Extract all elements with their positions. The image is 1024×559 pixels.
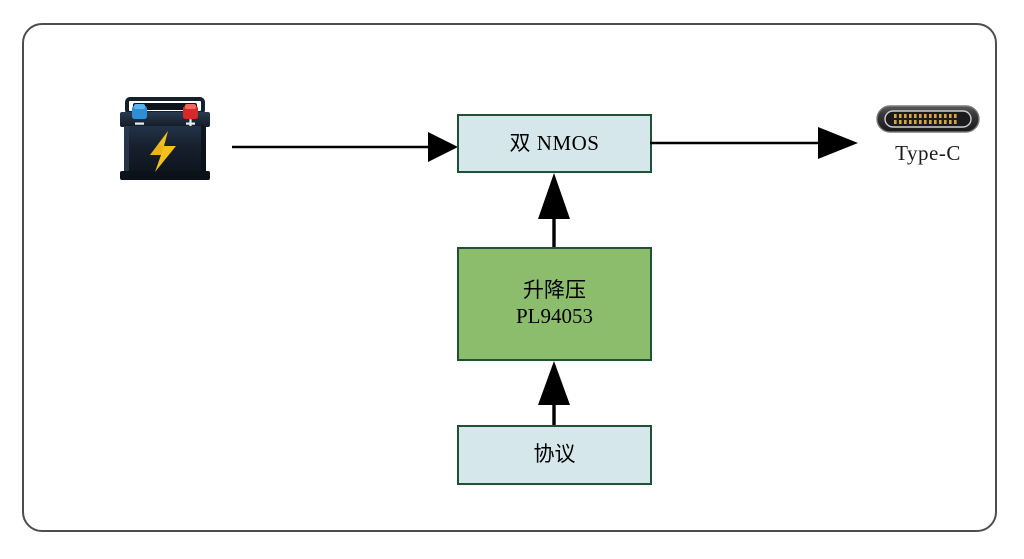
arrow-battery-to-nmos — [232, 127, 460, 167]
arrow-protocol-to-buckboost — [534, 361, 574, 427]
diagram-frame: 双 NMOS — [22, 23, 997, 532]
block-buck-boost[interactable]: 升降压 PL94053 — [457, 247, 652, 361]
arrow-buckboost-to-nmos — [534, 173, 574, 249]
battery-icon — [106, 93, 224, 185]
block-protocol-label: 协议 — [533, 442, 576, 467]
block-dual-nmos[interactable]: 双 NMOS — [457, 114, 652, 173]
typec-node: Type-C — [864, 105, 992, 173]
typec-label: Type-C — [895, 141, 961, 165]
block-buck-boost-part-number: PL94053 — [515, 304, 593, 328]
arrow-nmos-to-typec — [650, 123, 860, 163]
block-dual-nmos-label: 双 NMOS — [509, 130, 600, 155]
block-buck-boost-label: 升降压 — [523, 278, 586, 303]
block-protocol[interactable]: 协议 — [457, 425, 652, 485]
usb-type-c-port-icon — [876, 105, 980, 133]
